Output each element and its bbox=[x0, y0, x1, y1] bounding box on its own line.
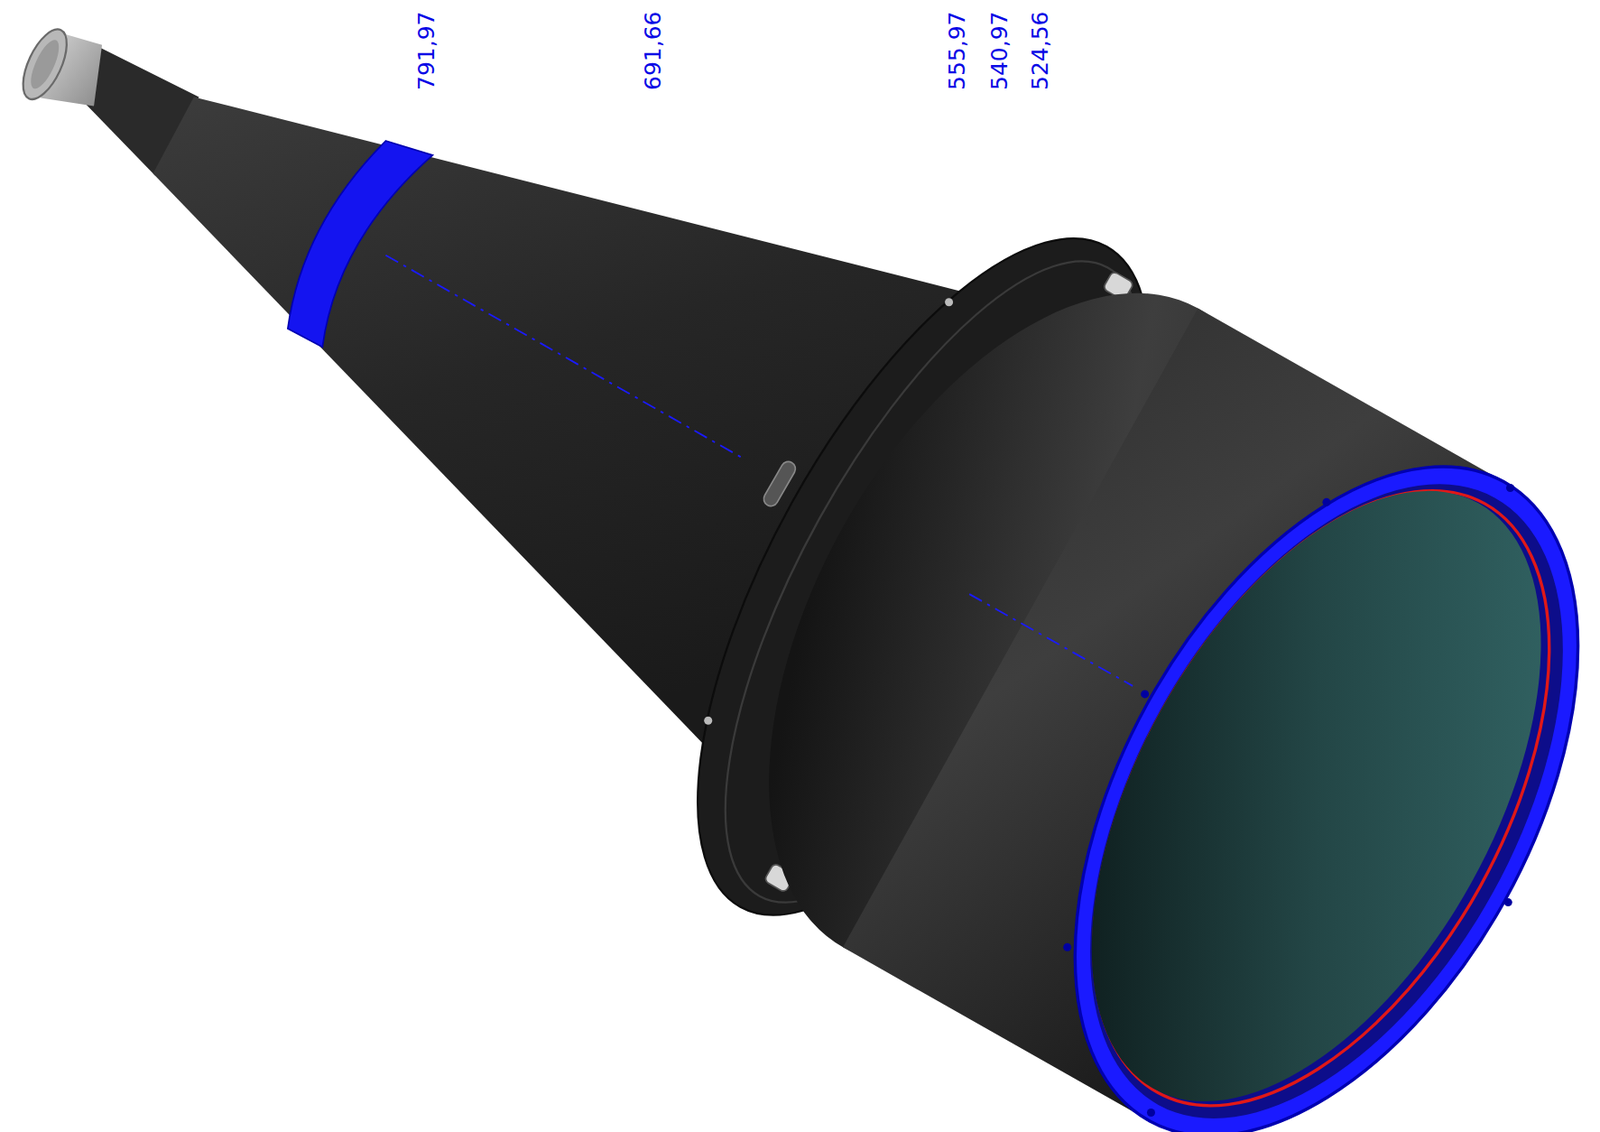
front-lens bbox=[998, 416, 1600, 1132]
axis-line bbox=[385, 255, 745, 460]
dimension-label: 791,97 bbox=[414, 11, 440, 91]
front-ring-inner bbox=[992, 405, 1600, 1132]
cap-inner bbox=[25, 36, 65, 93]
ring-screws bbox=[1063, 483, 1515, 1117]
dimension-label: 524,56 bbox=[1027, 11, 1054, 91]
front-ring bbox=[971, 382, 1600, 1132]
lens-seal bbox=[998, 415, 1600, 1132]
axis-line bbox=[969, 593, 1133, 686]
dimension-label: 540,97 bbox=[987, 11, 1013, 91]
dimension-label: 691,66 bbox=[640, 11, 666, 91]
dimension-label: 555,97 bbox=[944, 11, 971, 91]
cone-band bbox=[287, 140, 434, 347]
cap-end bbox=[14, 23, 76, 106]
